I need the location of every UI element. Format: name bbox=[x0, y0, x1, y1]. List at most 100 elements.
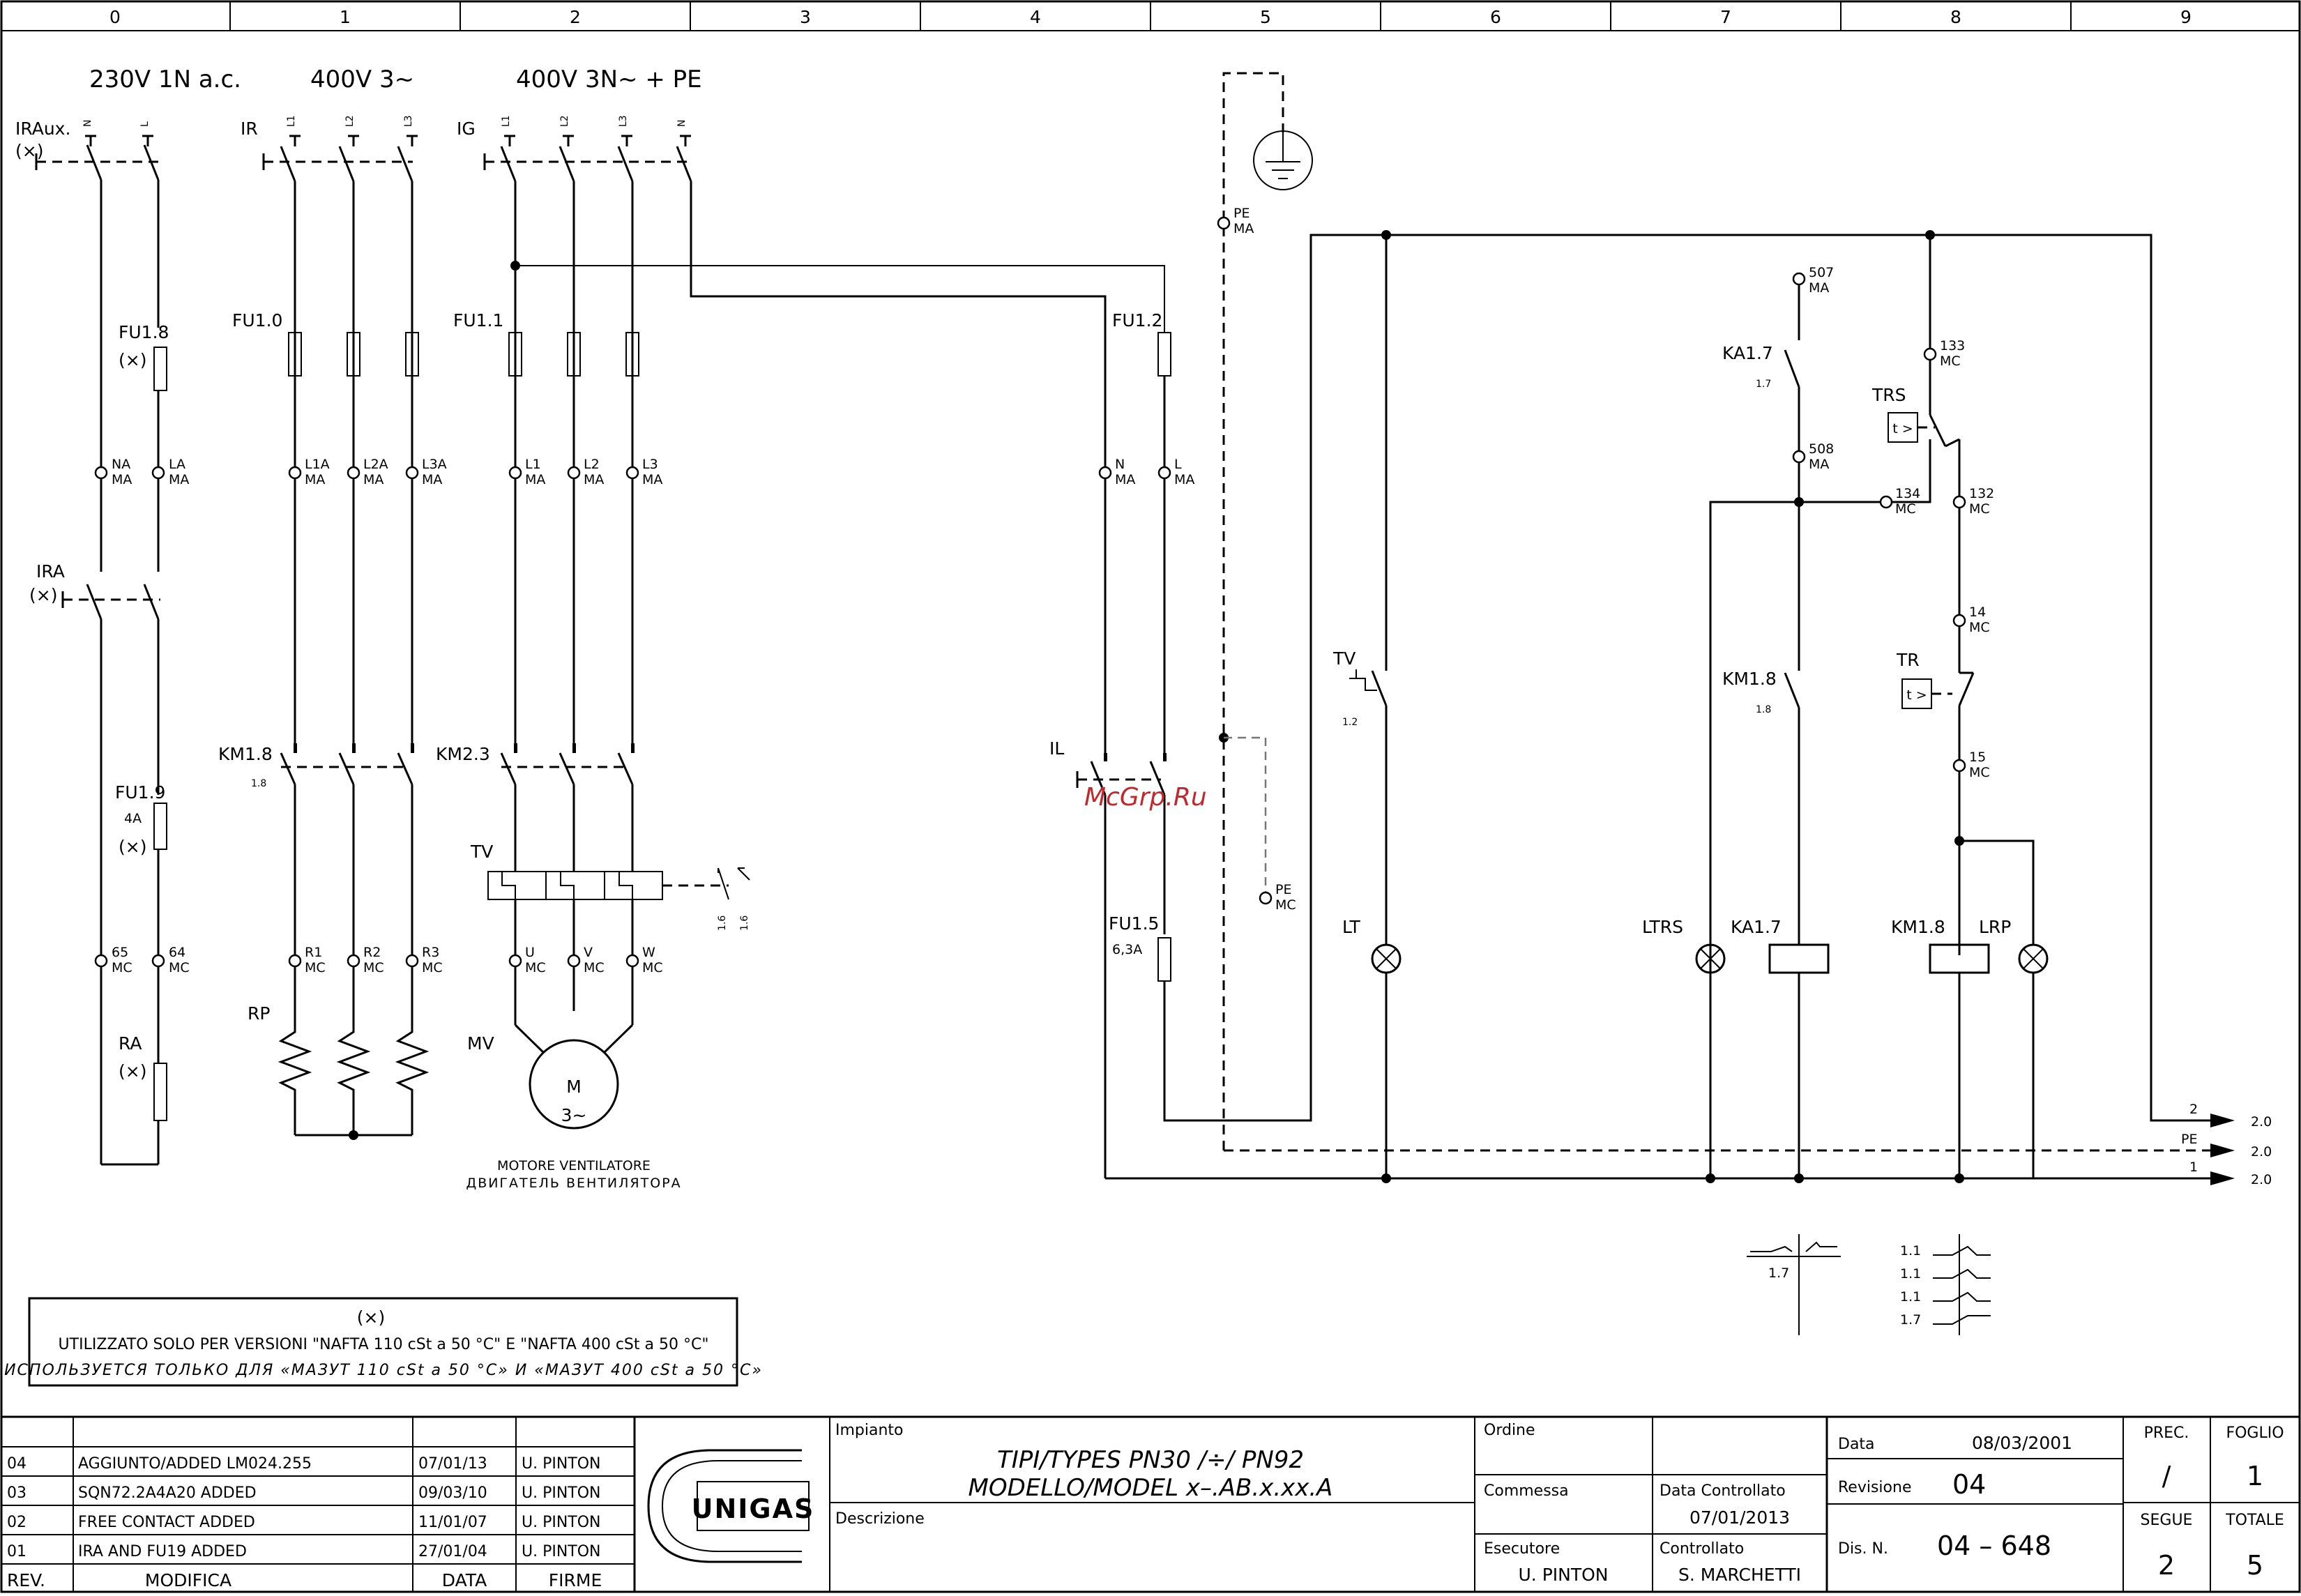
terminal-label: MC bbox=[363, 960, 384, 975]
terminal-label: L bbox=[1174, 457, 1182, 472]
esecutore-value: U. PINTON bbox=[1519, 1565, 1609, 1585]
terminal-label: LA bbox=[169, 457, 185, 472]
column-number: 9 bbox=[2180, 7, 2192, 27]
terminal-label: MA bbox=[363, 472, 384, 487]
arrow-icon bbox=[2210, 1171, 2235, 1185]
pe-conductor bbox=[1222, 72, 1284, 1150]
auxiliary-feed: FU1.2 N MA L MA IL FU1.5 6,3A PE MA bbox=[1049, 72, 2217, 1178]
revision-row: 04 AGGIUNTO/ADDED LM024.255 07/01/13 U. … bbox=[7, 1455, 601, 1473]
rev-date: 27/01/04 bbox=[418, 1543, 487, 1560]
iraux-label: IRAux. bbox=[15, 119, 70, 139]
fu15-label: FU1.5 bbox=[1109, 913, 1159, 934]
rev-date: 09/03/10 bbox=[418, 1484, 487, 1502]
terminal-n bbox=[1098, 466, 1112, 480]
terminal-r2 bbox=[347, 954, 360, 968]
fu18-label: FU1.8 bbox=[119, 322, 169, 342]
fuse-fu12 bbox=[1157, 332, 1171, 377]
km18-contact-ref: 1.8 bbox=[1756, 704, 1771, 715]
impianto-label: Impianto bbox=[835, 1422, 904, 1439]
fuse-fu18 bbox=[153, 347, 167, 391]
control-circuit: TV 1.2 LT 507 MA KA1.7 1.7 508 MA 133 MC… bbox=[1105, 230, 2272, 1187]
rev-signature: U. PINTON bbox=[522, 1484, 601, 1502]
terminal-label: MC bbox=[305, 960, 326, 975]
terminal-label: W bbox=[642, 945, 655, 960]
output-line-label: PE bbox=[2181, 1132, 2197, 1147]
terminal-na bbox=[94, 466, 108, 480]
foglio-label: FOGLIO bbox=[2226, 1424, 2284, 1442]
phase-label: N bbox=[676, 120, 688, 127]
terminal-label: V bbox=[584, 945, 593, 960]
terminal-label: MA bbox=[1174, 472, 1194, 487]
output-ref: 2.0 bbox=[2251, 1144, 2272, 1160]
data-controllato-label: Data Controllato bbox=[1660, 1482, 1786, 1500]
terminal-label: MA bbox=[1233, 221, 1254, 236]
terminal-label: PE bbox=[1233, 206, 1250, 221]
motor-phase-symbol: 3~ bbox=[561, 1105, 587, 1125]
phase-label: L2 bbox=[344, 115, 356, 127]
earth-symbol bbox=[1253, 130, 1313, 190]
ka17-contact-label: KA1.7 bbox=[1722, 343, 1773, 363]
tv-contact-label: TV bbox=[1332, 648, 1355, 669]
km18-contact-ref: 1.1 bbox=[1900, 1243, 1921, 1259]
terminal-label: R1 bbox=[305, 945, 322, 960]
ordine-label: Ordine bbox=[1484, 1422, 1535, 1439]
lt-lamp-label: LT bbox=[1342, 917, 1360, 937]
rev-signature: U. PINTON bbox=[522, 1455, 601, 1473]
rev-number: 02 bbox=[7, 1514, 26, 1531]
rev-signature: U. PINTON bbox=[522, 1514, 601, 1531]
revision-row: 03 SQN72.2A4A20 ADDED 09/03/10 U. PINTON bbox=[7, 1484, 601, 1502]
km18-contact-ref: 1.1 bbox=[1900, 1266, 1921, 1282]
terminal-label: MC bbox=[584, 960, 605, 975]
ira-note-label: (×) bbox=[29, 585, 57, 605]
relay-coil-ka17 bbox=[1768, 943, 1830, 974]
supply-resistance-label: 400V 3~ bbox=[310, 66, 414, 93]
terminal-label: 65 bbox=[112, 945, 128, 960]
terminal-label: 15 bbox=[1969, 750, 1986, 765]
terminal-label: MA bbox=[1809, 457, 1829, 472]
terminal-w bbox=[625, 954, 639, 968]
terminal-65 bbox=[94, 954, 108, 968]
arrow-icon bbox=[2210, 1143, 2235, 1157]
rev-number: 01 bbox=[7, 1543, 26, 1560]
totale-label: TOTALE bbox=[2225, 1512, 2284, 1529]
logo-text: UNIGAS bbox=[692, 1494, 815, 1524]
terminal-133 bbox=[1923, 347, 1937, 361]
descrizione-label: Descrizione bbox=[835, 1510, 925, 1528]
rev-date: 07/01/13 bbox=[418, 1455, 487, 1473]
terminal-label: MA bbox=[525, 472, 545, 487]
version-note: (×) UTILIZZATO SOLO PER VERSIONI "NAFTA … bbox=[4, 1297, 763, 1387]
column-number: 1 bbox=[340, 7, 351, 27]
revisione-label: Revisione bbox=[1838, 1479, 1911, 1496]
terminal-label: MA bbox=[642, 472, 662, 487]
terminal-label: R2 bbox=[363, 945, 381, 960]
phase-label: L bbox=[139, 121, 151, 127]
fuse-fu10-l3 bbox=[405, 332, 419, 377]
title-block: 04 AGGIUNTO/ADDED LM024.255 07/01/13 U. … bbox=[1, 1415, 2300, 1592]
revision-row: 01 IRA AND FU19 ADDED 27/01/04 U. PINTON bbox=[7, 1543, 601, 1560]
arrow-icon bbox=[2210, 1114, 2235, 1127]
terminal-label: L1A bbox=[305, 457, 330, 472]
terminal-64 bbox=[151, 954, 165, 968]
column-number: 0 bbox=[109, 7, 121, 27]
prec-label: PREC. bbox=[2144, 1424, 2189, 1442]
foglio-value: 1 bbox=[2247, 1461, 2263, 1491]
terminal-pe-ma bbox=[1217, 216, 1231, 230]
terminal-label: MA bbox=[422, 472, 442, 487]
terminal-l3 bbox=[625, 466, 639, 480]
segue-label: SEGUE bbox=[2141, 1512, 2193, 1529]
fu19-note-label: (×) bbox=[119, 837, 146, 857]
motor-caption-ru: ДВИГАТЕЛЬ ВЕНТИЛЯТОРА bbox=[466, 1176, 681, 1191]
km18-ref: 1.8 bbox=[251, 778, 266, 789]
terminal-label: MA bbox=[584, 472, 604, 487]
timer-symbol-text: t > bbox=[1892, 421, 1913, 436]
terminal-507 bbox=[1792, 272, 1806, 286]
phase-label: L3 bbox=[618, 115, 629, 127]
note-text-ru: ИСПОЛЬЗУЕТСЯ ТОЛЬКО ДЛЯ «МАЗУТ 110 cSt a… bbox=[4, 1362, 763, 1379]
segue-value: 2 bbox=[2158, 1550, 2175, 1581]
prec-value: / bbox=[2162, 1461, 2171, 1491]
terminal-132 bbox=[1952, 495, 1966, 509]
ka17-contact-ref: 1.7 bbox=[1756, 379, 1771, 390]
lamp-lrp bbox=[2018, 943, 2049, 974]
